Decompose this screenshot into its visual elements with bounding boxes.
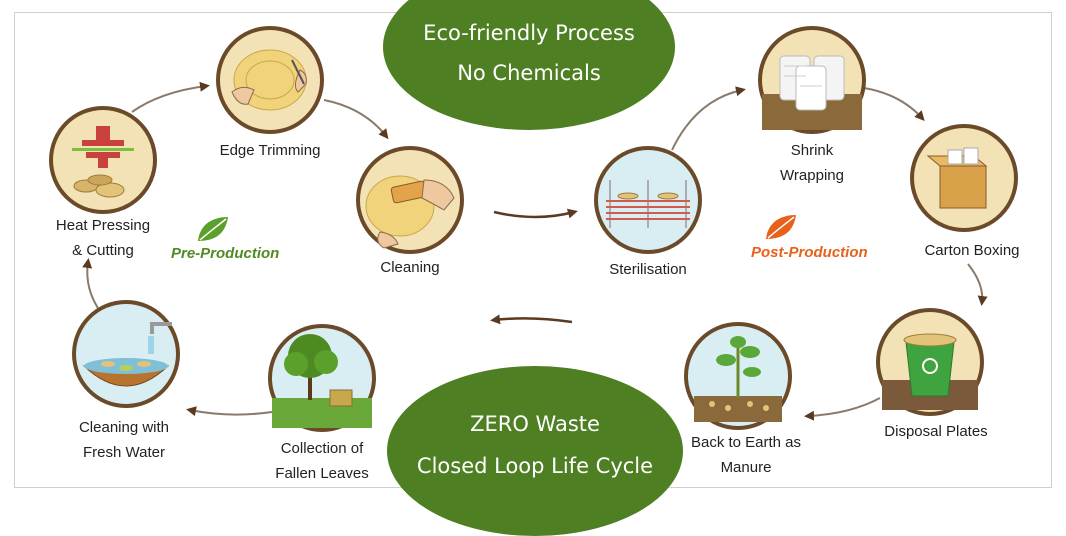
process-diagram [49,26,1018,432]
step-cleaning-water [72,300,180,408]
label-sterilisation: Sterilisation [609,261,687,278]
label-cleaning: Cleaning [380,259,440,276]
label-shrink-wrapping: Shrink Wrapping [780,142,844,184]
phase-pre-production: Pre-Production [171,245,280,262]
phase-post-production: Post-Production [751,244,868,261]
step-heat-pressing [49,106,157,214]
step-carton-boxing [910,124,1018,232]
connector-trim-to-clean [323,99,389,140]
step-back-to-earth [684,322,792,430]
connector-heat-to-trim [131,81,210,113]
connector-sterile-to-shrink [671,86,746,151]
step-collection-leaves [268,324,376,432]
stack-icon [762,55,862,130]
tray-icon [606,180,690,228]
label-back-to-earth: Back to Earth as Manure [690,434,802,476]
tree-icon [272,334,372,428]
connector-shrink-to-carton [863,87,925,121]
label-heat-pressing: Heat Pressing & Cutting [55,217,151,259]
footer-oval: ZERO Waste Closed Loop Life Cycle [387,366,683,536]
footer-line-2: Closed Loop Life Cycle [416,454,654,478]
connector-leaves-to-water [186,406,273,417]
box-icon [926,147,988,209]
label-carton-boxing: Carton Boxing [924,242,1020,259]
label-edge-trimming: Edge Trimming [219,142,321,159]
leaf-icon [198,217,228,241]
press-icon [72,126,134,198]
bowl-icon [82,322,172,387]
scissors-icon [231,49,307,111]
recycle-bin-icon [882,333,978,410]
connector-carton-to-disposal [967,263,988,306]
label-collection-leaves: Collection of Fallen Leaves [275,440,369,482]
step-disposal-plates [876,308,984,416]
connector-disposal-to-earth [804,397,881,421]
sponge-icon [365,175,455,249]
connector-clean-to-sterile [493,208,578,219]
label-disposal-plates: Disposal Plates [884,423,988,440]
step-cleaning [356,146,464,254]
footer-line-1: ZERO Waste [470,412,600,436]
step-shrink-wrapping [758,26,866,134]
step-sterilisation [594,146,702,254]
sapling-icon [694,336,782,422]
step-edge-trimming [216,26,324,134]
header-line-2: No Chemicals [457,61,601,85]
leaf-icon [766,215,796,239]
header-line-1: Eco-friendly Process [423,21,635,45]
header-oval: Eco-friendly Process No Chemicals [383,0,675,130]
label-cleaning-water: Cleaning with Fresh Water [78,419,170,461]
connector-water-to-heat [82,258,103,315]
connector-return-arrow [490,314,573,325]
